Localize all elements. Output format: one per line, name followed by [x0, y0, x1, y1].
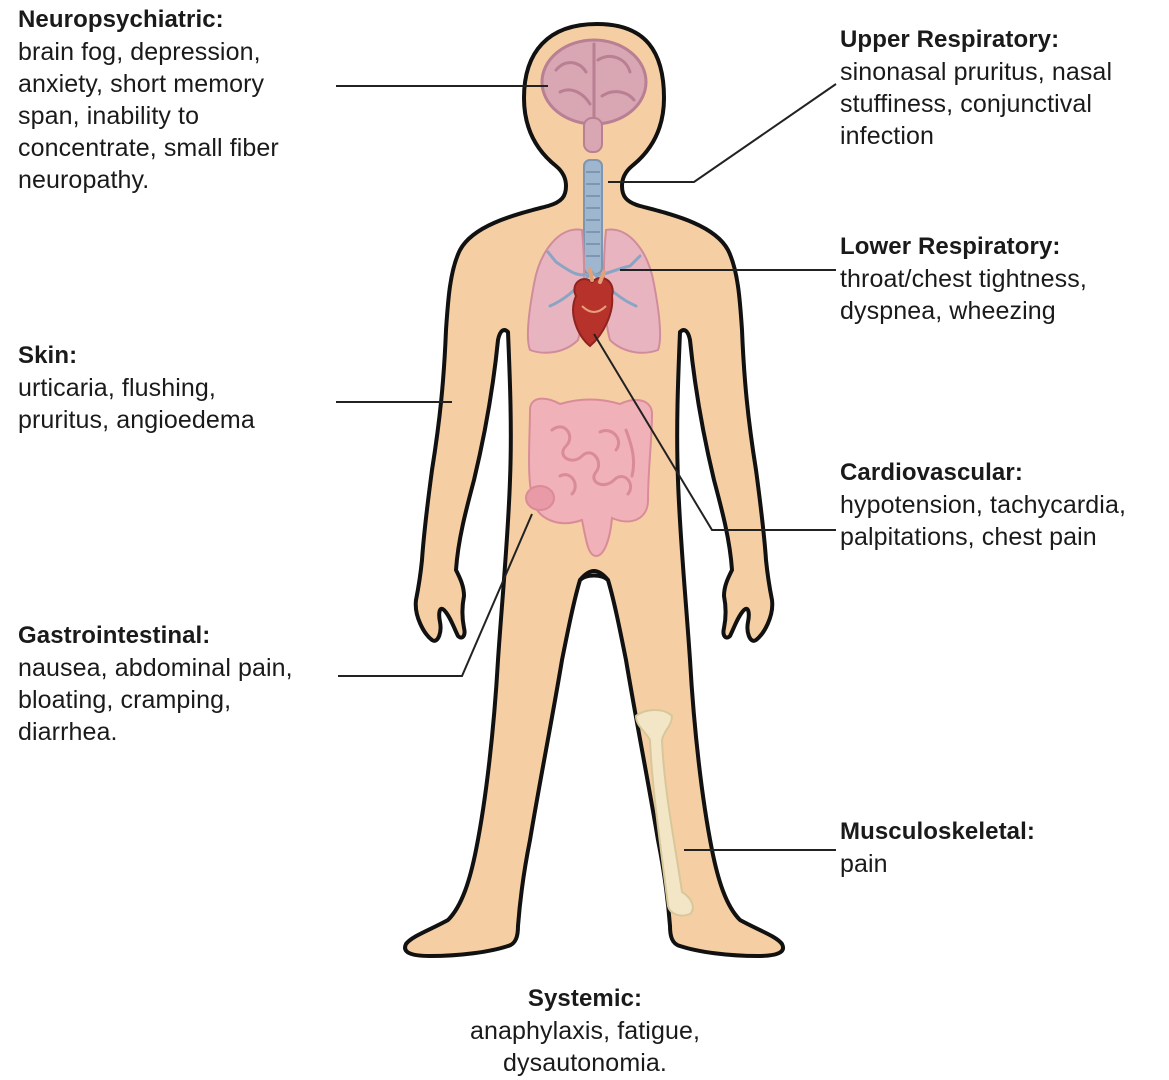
label-detail: hypotension, tachycardia, palpitations, … — [840, 489, 1168, 553]
label-detail: anaphylaxis, fatigue, dysautonomia. — [435, 1015, 735, 1079]
label-detail: brain fog, depression, anxiety, short me… — [18, 36, 338, 196]
label-heading: Upper Respiratory: — [840, 24, 1160, 56]
label-detail: pain — [840, 848, 1140, 880]
trachea — [584, 160, 602, 274]
label-heading: Gastrointestinal: — [18, 620, 348, 652]
label-detail: nausea, abdominal pain, bloating, crampi… — [18, 652, 348, 748]
label-heading: Lower Respiratory: — [840, 231, 1160, 263]
label-heading: Systemic: — [435, 983, 735, 1015]
label-gastrointestinal: Gastrointestinal: nausea, abdominal pain… — [18, 620, 348, 748]
label-detail: sinonasal pruritus, nasal stuffiness, co… — [840, 56, 1160, 152]
label-lower-respiratory: Lower Respiratory: throat/chest tightnes… — [840, 231, 1160, 327]
label-systemic: Systemic: anaphylaxis, fatigue, dysauton… — [435, 983, 735, 1079]
label-detail: urticaria, flushing, pruritus, angioedem… — [18, 372, 338, 436]
label-musculoskeletal: Musculoskeletal: pain — [840, 816, 1140, 880]
label-heading: Neuropsychiatric: — [18, 4, 338, 36]
label-cardiovascular: Cardiovascular: hypotension, tachycardia… — [840, 457, 1168, 553]
label-neuropsychiatric: Neuropsychiatric: brain fog, depression,… — [18, 4, 338, 196]
label-skin: Skin: urticaria, flushing, pruritus, ang… — [18, 340, 338, 436]
label-heading: Skin: — [18, 340, 338, 372]
label-detail: throat/chest tightness, dyspnea, wheezin… — [840, 263, 1160, 327]
label-heading: Musculoskeletal: — [840, 816, 1140, 848]
label-upper-respiratory: Upper Respiratory: sinonasal pruritus, n… — [840, 24, 1160, 152]
label-heading: Cardiovascular: — [840, 457, 1168, 489]
